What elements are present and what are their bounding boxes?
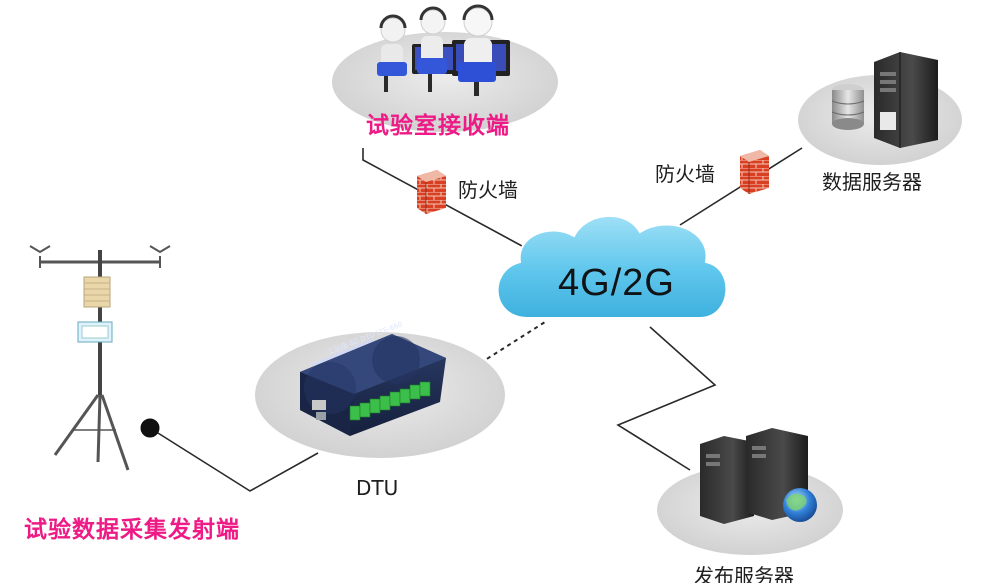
- label-dtu: DTU: [356, 476, 399, 500]
- database-server-icon: [831, 52, 938, 148]
- label-firewall-right: 防火墙: [655, 162, 715, 186]
- label-sender: 试验数据采集发射端: [24, 517, 240, 543]
- link-lab-to-cloud: [362, 148, 523, 247]
- label-firewall-left: 防火墙: [458, 178, 518, 202]
- firewall-right-icon: [740, 150, 769, 194]
- cloud-icon: [496, 215, 728, 319]
- dtu-router-device-icon: [300, 334, 446, 436]
- label-data-server: 数据服务器: [822, 170, 922, 194]
- weather-station-tripod-icon: [29, 245, 171, 471]
- label-lab-receiver: 试验室接收端: [366, 113, 510, 139]
- link-sender-to-dtu: [149, 427, 319, 492]
- label-cloud-network: 4G/2G: [558, 262, 675, 304]
- link-cloud-to-publisher: [616, 326, 717, 471]
- firewall-left-icon: [417, 170, 446, 214]
- operators-at-computers-icon: [377, 4, 510, 96]
- web-server-towers-globe-icon: [700, 428, 817, 524]
- label-publish-server: 发布服务器: [694, 564, 794, 583]
